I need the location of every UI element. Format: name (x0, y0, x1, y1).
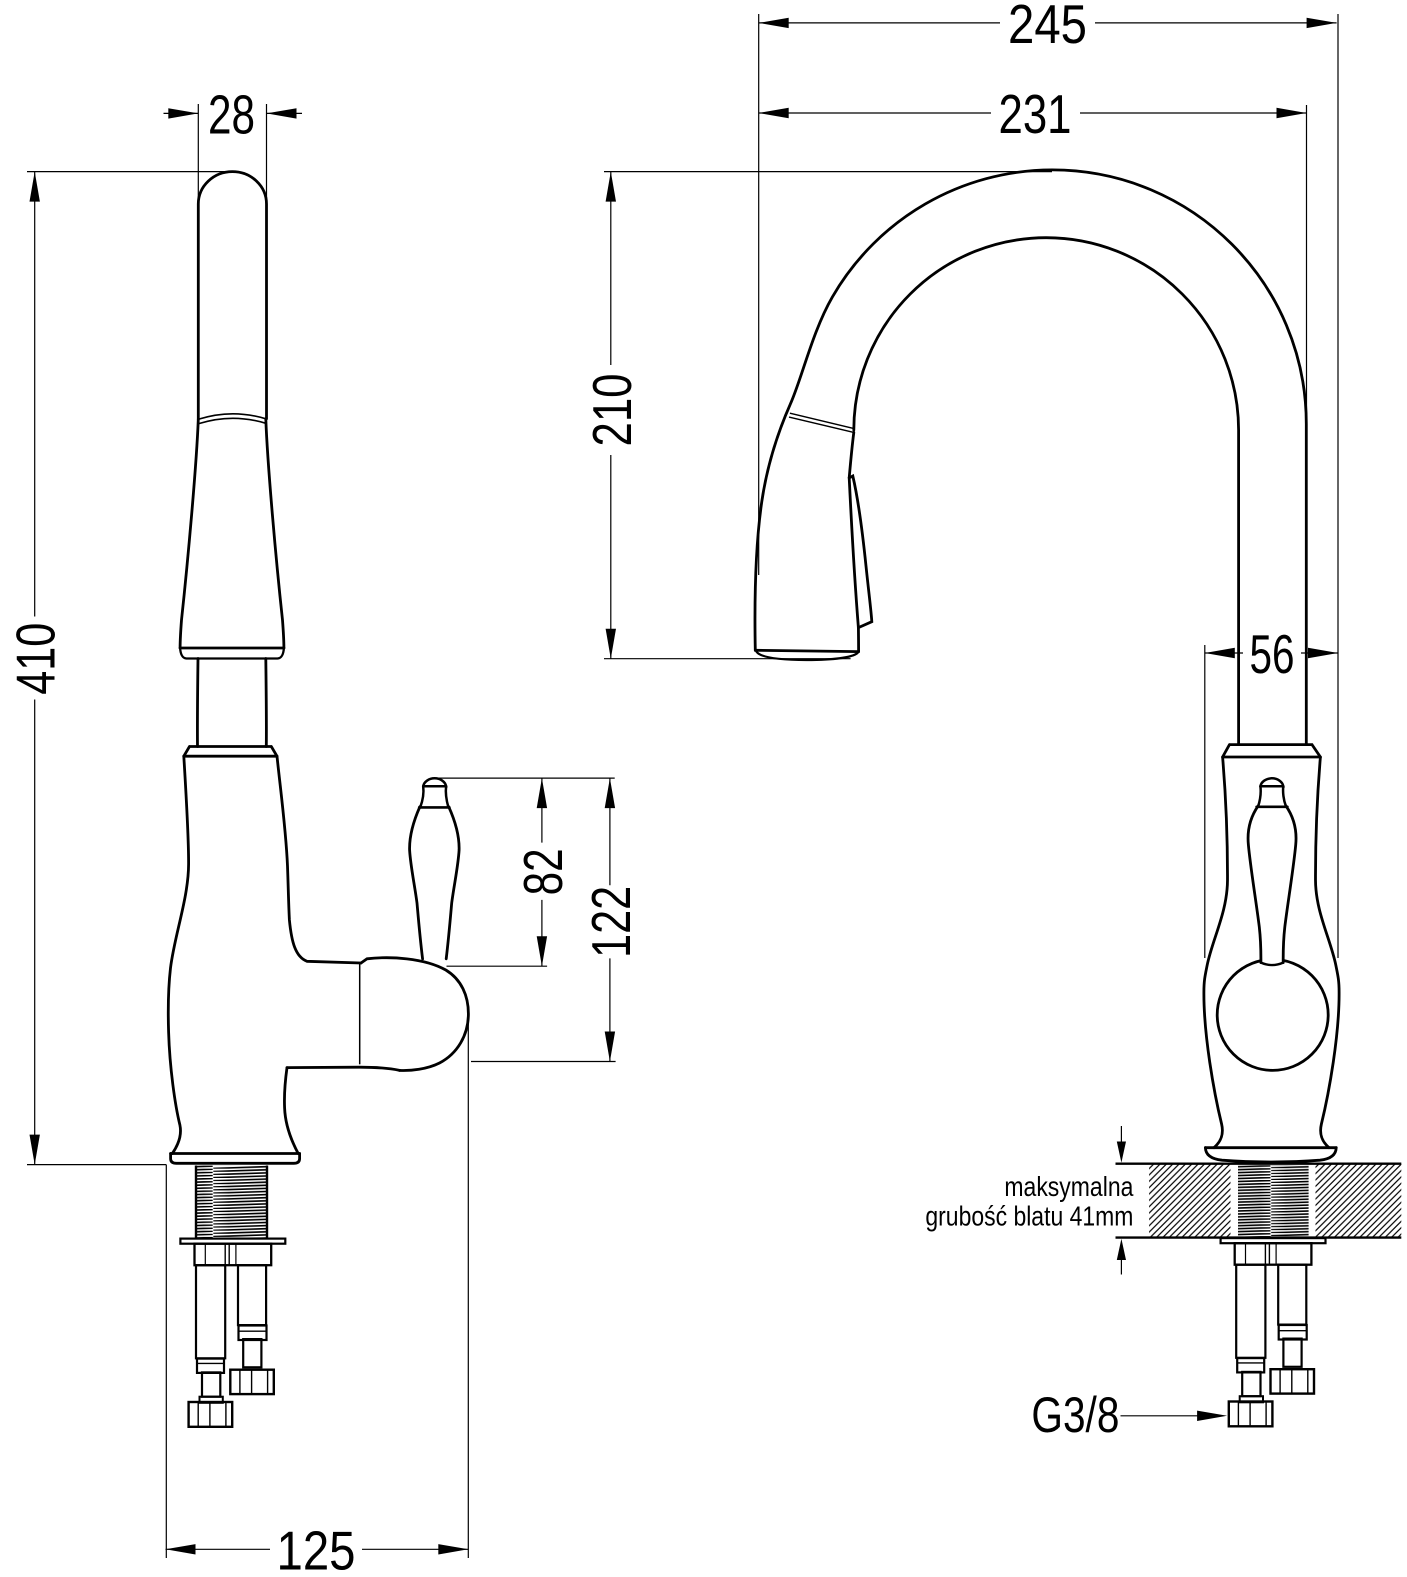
svg-text:231: 231 (999, 83, 1072, 145)
svg-text:82: 82 (512, 848, 574, 895)
svg-text:125: 125 (277, 1519, 356, 1577)
svg-text:grubość blatu 41mm: grubość blatu 41mm (925, 1201, 1133, 1232)
svg-text:210: 210 (581, 374, 643, 447)
svg-text:56: 56 (1250, 623, 1295, 685)
svg-text:122: 122 (580, 886, 642, 958)
svg-text:maksymalna: maksymalna (1004, 1171, 1133, 1202)
svg-text:G3/8: G3/8 (1031, 1387, 1119, 1443)
svg-text:28: 28 (208, 83, 255, 145)
svg-text:410: 410 (5, 623, 67, 695)
svg-text:245: 245 (1008, 0, 1087, 55)
